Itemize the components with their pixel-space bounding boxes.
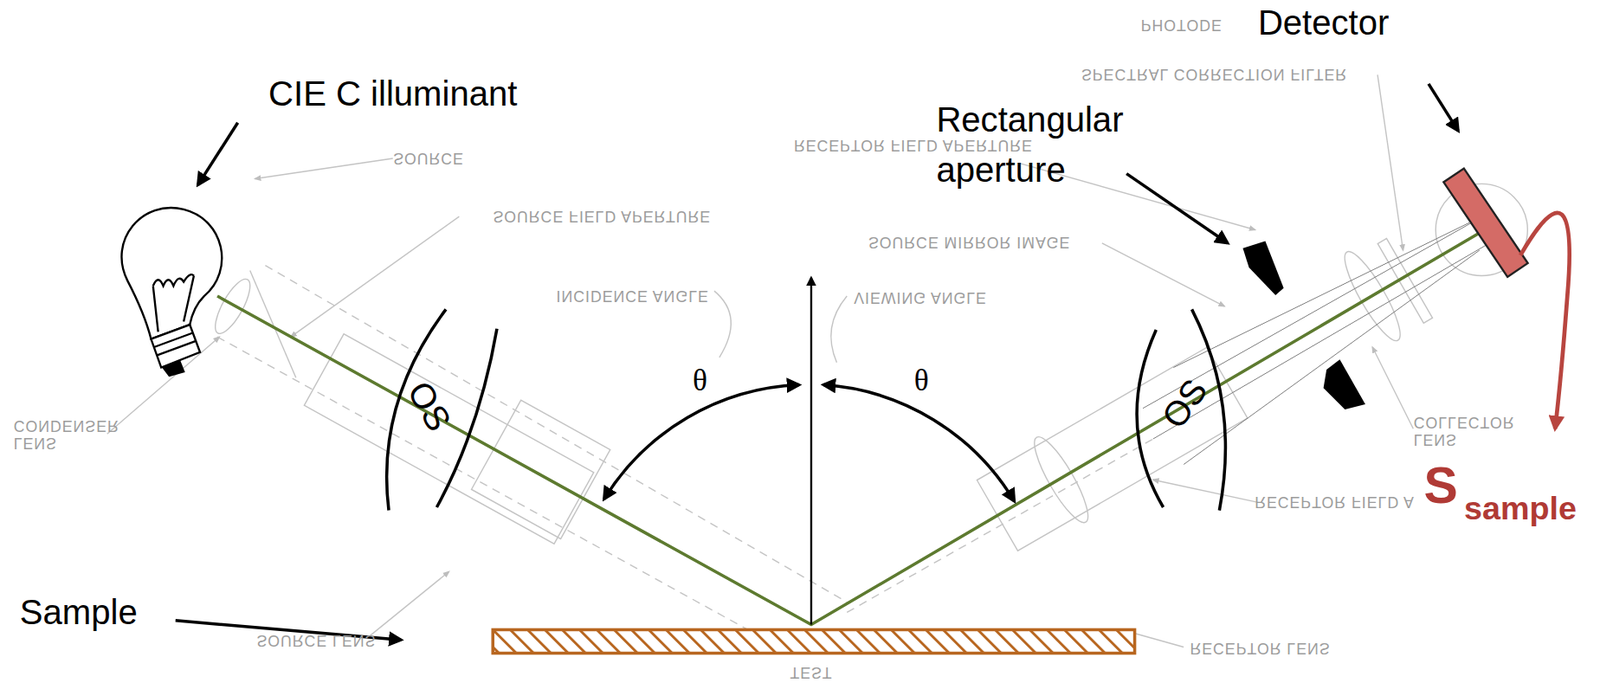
leader-line	[367, 571, 449, 639]
background-label: LENS COLLECTOR	[1413, 412, 1510, 449]
background-label: SOURCE FIELD APERTURE	[493, 207, 712, 226]
light-beam	[217, 232, 1480, 626]
signal-subscript: sample	[1464, 490, 1577, 528]
part-label: Detector	[1258, 2, 1389, 43]
background-label: SOURCE	[393, 149, 465, 168]
leader-line	[1372, 347, 1413, 429]
callout-arrow	[1126, 174, 1228, 244]
angle-symbol: θ	[914, 362, 930, 399]
source-tube	[303, 334, 594, 544]
bulb-tip	[163, 361, 185, 376]
callout-arrows	[175, 83, 1459, 640]
leader-line	[1377, 74, 1403, 251]
background-label: SOURCE LENS	[257, 632, 377, 650]
background-label: SOURCE MIRROR IMAGE	[868, 233, 1071, 252]
lens-label: OS	[1154, 371, 1216, 436]
background-label: RECEPTOR LENS	[1190, 639, 1331, 658]
leader-line	[1153, 479, 1258, 503]
sample-plate	[492, 629, 1135, 653]
background-drawing	[107, 74, 1529, 647]
callout-arrow	[198, 122, 239, 186]
leader-line	[1132, 632, 1184, 648]
angle-arc	[823, 385, 1014, 502]
dashed-ray	[846, 438, 1154, 613]
leader-line	[290, 216, 459, 337]
dashed-ray	[264, 265, 847, 603]
background-label: TEST	[789, 664, 833, 682]
lens-surface	[1136, 329, 1164, 508]
signal-symbol: S	[1424, 456, 1459, 516]
angle-arc	[604, 385, 800, 500]
signal-arrow	[1520, 212, 1570, 429]
lens-label: OS	[400, 374, 460, 438]
lens-pair	[387, 309, 1226, 510]
callout-arrow	[1428, 83, 1459, 131]
leader-line	[714, 290, 731, 358]
part-label: Sample	[19, 592, 138, 633]
ray	[1173, 222, 1470, 368]
light-bulb	[121, 207, 222, 376]
filament-coil	[153, 274, 194, 286]
background-label: PHOTODE	[1141, 16, 1223, 34]
ray	[1142, 212, 1491, 408]
bulb-thread	[157, 341, 197, 356]
detector-element	[1443, 168, 1528, 278]
leader-line	[831, 296, 847, 363]
part-label: CIE C illuminant	[268, 73, 517, 114]
background-label: SPECTRAL CORRECTION FILTER	[1081, 65, 1348, 84]
background-label: VIEWING ANGLE	[853, 289, 988, 307]
background-label: LENS CONDENSER	[13, 416, 110, 452]
background-label: INCIDENCE ANGLE	[556, 287, 710, 305]
background-label: RECEPTOR FIELD APERTURE	[793, 136, 1033, 155]
angle-symbol: θ	[692, 362, 708, 399]
leader-line	[1102, 243, 1225, 307]
bulb-glass	[121, 207, 222, 340]
surface-normal	[810, 277, 813, 626]
background-label: RECEPTOR FIELD A	[1254, 493, 1415, 511]
leader-line	[255, 158, 394, 180]
dashed-ray	[217, 336, 776, 646]
source-tube-end	[471, 400, 611, 539]
aperture-blade	[1323, 359, 1366, 410]
source-field-aperture	[250, 270, 297, 379]
aperture-blade	[1243, 240, 1284, 295]
